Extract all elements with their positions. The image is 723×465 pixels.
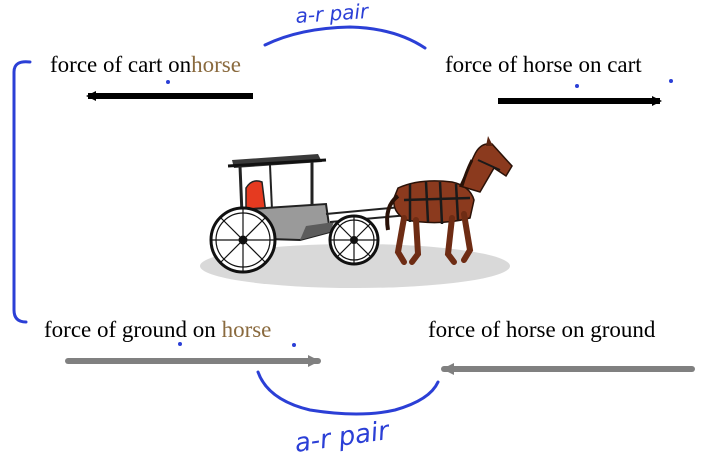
label-cart-on-horse-highlight: horse (191, 52, 241, 77)
label-force-cart-on-horse: force of cart onhorse (50, 53, 241, 76)
horse-and-buggy-illustration (200, 136, 513, 288)
label-ground-on-horse-prefix: force of ground on (44, 317, 216, 342)
label-force-ground-on-horse: force of ground on horse (44, 318, 271, 341)
label-ground-on-horse-highlight: horse (221, 317, 272, 342)
ink-dots (166, 79, 673, 347)
top-pair-arc (263, 25, 427, 50)
label-force-horse-on-ground: force of horse on ground (428, 317, 656, 342)
top-pair-label: a-r pair (295, 0, 371, 28)
label-force-horse-on-cart: force of horse on cart (445, 52, 642, 77)
left-bracket (12, 60, 32, 324)
horse (385, 136, 513, 265)
bottom-pair-arc (256, 370, 440, 416)
label-cart-on-horse-prefix: force of cart on (50, 52, 192, 77)
ground-shadow (200, 244, 510, 288)
bottom-pair-label: a-r pair (293, 416, 393, 459)
